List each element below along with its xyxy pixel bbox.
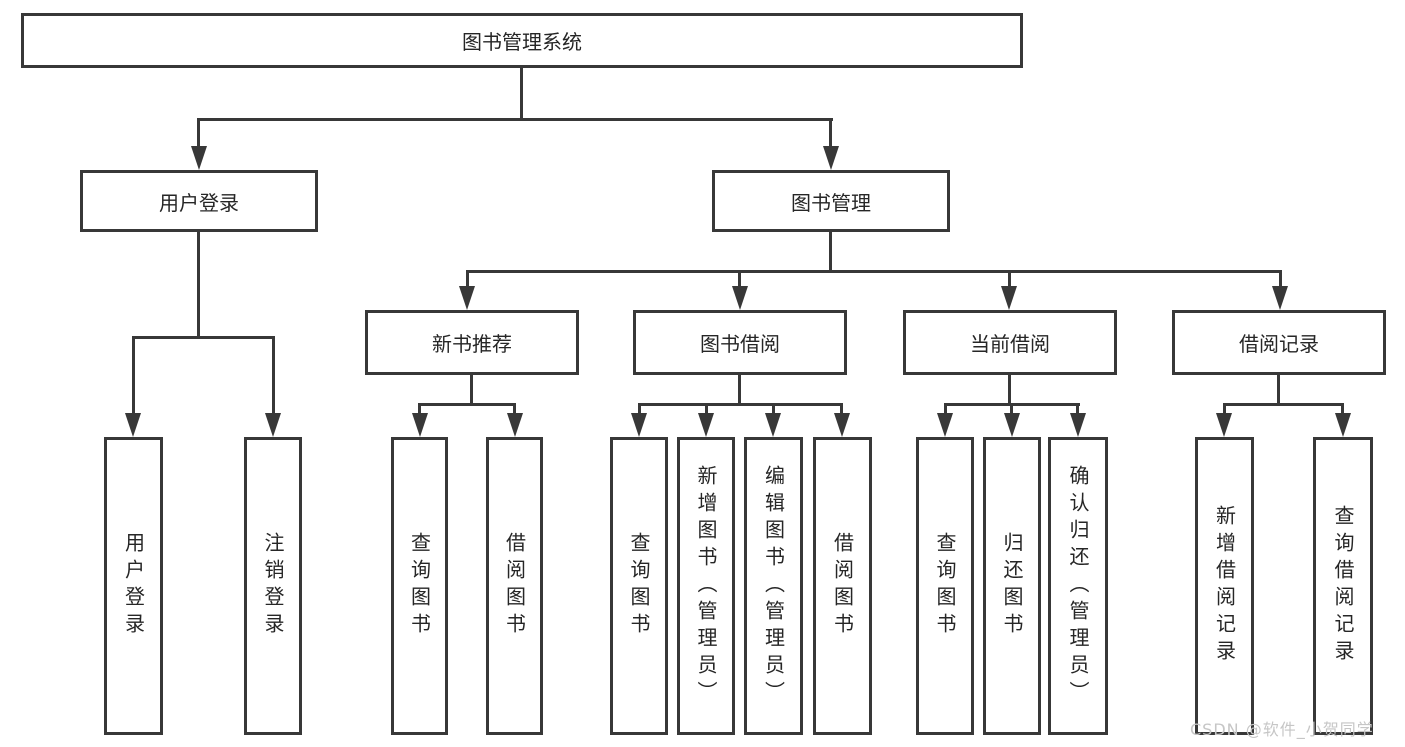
connector-login-drop-2 xyxy=(272,336,275,415)
leaf-logout: 注销登录 xyxy=(244,437,302,735)
connector-login-drop-1 xyxy=(132,336,135,415)
leaf-confirm-return-admin: 确认归还（管理员） xyxy=(1048,437,1108,735)
node-book-borrow: 图书借阅 xyxy=(633,310,847,375)
arrow-down-icon xyxy=(1004,413,1020,437)
connector-mgmt-drop-4 xyxy=(1279,270,1282,288)
connector-login-rail xyxy=(132,336,275,339)
connector-recommend-rail xyxy=(418,403,516,406)
connector-records-stem xyxy=(1277,375,1280,406)
leaf-borrow-query-books: 查询图书 xyxy=(610,437,668,735)
node-borrow-records: 借阅记录 xyxy=(1172,310,1386,375)
connector-root-stem xyxy=(520,68,523,121)
arrow-down-icon xyxy=(631,413,647,437)
connector-root-drop-right xyxy=(829,118,832,148)
connector-recommend-stem xyxy=(470,375,473,406)
connector-mgmt-rail xyxy=(466,270,1282,273)
leaf-edit-book-admin: 编辑图书（管理员） xyxy=(744,437,803,735)
arrow-down-icon xyxy=(1001,286,1017,310)
arrow-down-icon xyxy=(1070,413,1086,437)
arrow-down-icon xyxy=(698,413,714,437)
connector-current-drop-1 xyxy=(944,403,947,415)
connector-borrow-drop-2 xyxy=(705,403,708,415)
leaf-recommend-borrow-books: 借阅图书 xyxy=(486,437,543,735)
connector-records-rail xyxy=(1223,403,1343,406)
connector-mgmt-drop-3 xyxy=(1008,270,1011,288)
node-book-management: 图书管理 xyxy=(712,170,950,232)
connector-mgmt-drop-2 xyxy=(738,270,741,288)
connector-borrow-drop-1 xyxy=(638,403,641,415)
connector-root-rail xyxy=(197,118,833,121)
leaf-return-book: 归还图书 xyxy=(983,437,1041,735)
arrow-down-icon xyxy=(1335,413,1351,437)
arrow-down-icon xyxy=(412,413,428,437)
arrow-down-icon xyxy=(1272,286,1288,310)
csdn-watermark: CSDN @软件_小贺同学 xyxy=(1190,720,1374,739)
leaf-query-borrow-record: 查询借阅记录 xyxy=(1313,437,1373,735)
node-new-book-recommend: 新书推荐 xyxy=(365,310,579,375)
node-current-borrow: 当前借阅 xyxy=(903,310,1117,375)
arrow-down-icon xyxy=(191,146,207,170)
leaf-borrow-books: 借阅图书 xyxy=(813,437,872,735)
connector-borrow-drop-3 xyxy=(772,403,775,415)
arrow-down-icon xyxy=(265,413,281,437)
leaf-user-login: 用户登录 xyxy=(104,437,163,735)
connector-login-stem xyxy=(197,232,200,339)
connector-mgmt-stem xyxy=(829,232,832,273)
connector-mgmt-drop-1 xyxy=(466,270,469,288)
arrow-down-icon xyxy=(765,413,781,437)
connector-current-drop-3 xyxy=(1076,403,1079,415)
node-root: 图书管理系统 xyxy=(21,13,1023,68)
connector-recommend-drop-2 xyxy=(513,403,516,415)
arrow-down-icon xyxy=(732,286,748,310)
node-user-login: 用户登录 xyxy=(80,170,318,232)
connector-records-drop-1 xyxy=(1223,403,1226,415)
connector-records-drop-2 xyxy=(1341,403,1344,415)
arrow-down-icon xyxy=(459,286,475,310)
arrow-down-icon xyxy=(823,146,839,170)
connector-current-drop-2 xyxy=(1010,403,1013,415)
connector-borrow-stem xyxy=(738,375,741,406)
leaf-add-book-admin: 新增图书（管理员） xyxy=(677,437,735,735)
leaf-recommend-query-books: 查询图书 xyxy=(391,437,448,735)
connector-recommend-drop-1 xyxy=(418,403,421,415)
connector-borrow-drop-4 xyxy=(840,403,843,415)
connector-borrow-rail xyxy=(638,403,843,406)
arrow-down-icon xyxy=(834,413,850,437)
arrow-down-icon xyxy=(937,413,953,437)
connector-root-drop-left xyxy=(197,118,200,148)
connector-current-stem xyxy=(1008,375,1011,406)
leaf-current-query-books: 查询图书 xyxy=(916,437,974,735)
leaf-add-borrow-record: 新增借阅记录 xyxy=(1195,437,1254,735)
arrow-down-icon xyxy=(507,413,523,437)
arrow-down-icon xyxy=(1216,413,1232,437)
arrow-down-icon xyxy=(125,413,141,437)
